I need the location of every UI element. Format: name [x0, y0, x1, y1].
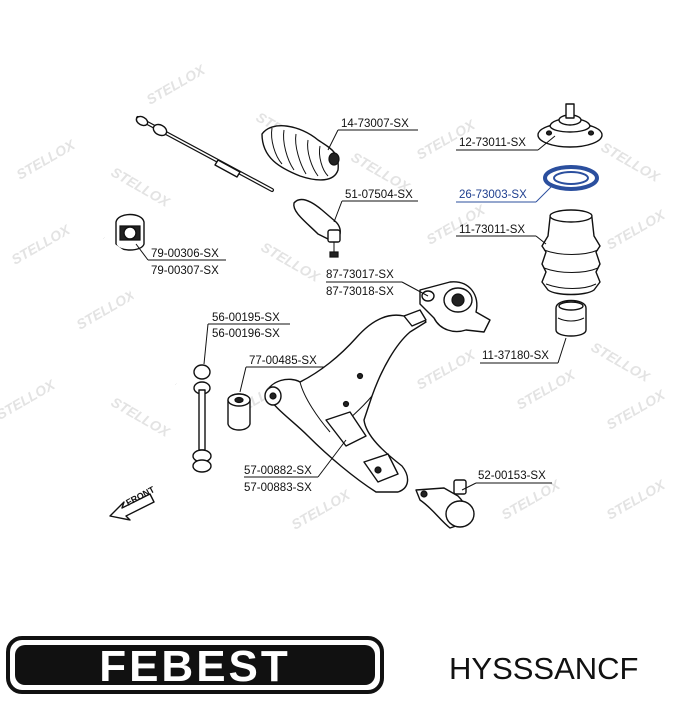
watermark: STELLOX: [109, 394, 174, 441]
control-arm-bushing: [227, 393, 251, 431]
febest-logo: FEBEST: [6, 636, 384, 694]
label-26-73003: 26-73003-SX: [459, 189, 527, 201]
tie-rod: [135, 115, 274, 192]
part-labels: 14-73007-SX 12-73011-SX 26-73003-SX 51-0…: [151, 118, 549, 494]
watermark: STELLOX: [109, 164, 174, 211]
label-87-73017: 87-73017-SX: [326, 269, 394, 281]
bump-stop: [555, 299, 587, 337]
label-56-00195: 56-00195-SX: [212, 312, 280, 324]
watermark: STELLOX: [604, 476, 669, 523]
lower-control-arm: [264, 309, 427, 493]
label-56-00196: 56-00196-SX: [212, 328, 280, 340]
steering-boot: [261, 125, 340, 181]
label-12-73011: 12-73011-SX: [459, 137, 526, 149]
stabilizer-bar: [102, 236, 188, 385]
label-79-00306: 79-00306-SX: [151, 248, 219, 260]
stabilizer-bushing: [115, 213, 145, 251]
label-77-00485: 77-00485-SX: [249, 355, 317, 367]
watermark: STELLOX: [514, 366, 579, 413]
watermark: STELLOX: [14, 136, 79, 183]
watermark: STELLOX: [144, 61, 209, 108]
watermark: STELLOX: [604, 206, 669, 253]
watermark: STELLOX: [259, 239, 324, 286]
watermark: STELLOX: [0, 376, 59, 423]
label-87-73018: 87-73018-SX: [326, 286, 394, 298]
stabilizer-link: [192, 364, 212, 473]
front-arrow: FRONT: [109, 484, 157, 521]
ball-joint: [415, 479, 475, 529]
label-11-73011: 11-73011-SX: [459, 224, 525, 236]
watermark: STELLOX: [74, 286, 139, 333]
strut-mount: [537, 103, 603, 148]
label-57-00883: 57-00883-SX: [244, 482, 312, 494]
watermark: STELLOX: [9, 221, 74, 268]
bearing-ring: [543, 165, 599, 191]
tie-rod-end: [293, 198, 341, 258]
label-51-07504: 51-07504-SX: [345, 189, 413, 201]
rear-arm-bushing: [419, 281, 491, 333]
label-57-00882: 57-00882-SX: [244, 465, 312, 477]
label-79-00307: 79-00307-SX: [151, 265, 219, 277]
label-14-73007: 14-73007-SX: [341, 118, 409, 130]
label-52-00153: 52-00153-SX: [478, 470, 546, 482]
logo-text: FEBEST: [99, 642, 291, 691]
label-11-37180: 11-37180-SX: [482, 350, 549, 362]
watermark: STELLOX: [599, 139, 664, 186]
watermark: STELLOX: [589, 339, 654, 386]
part-code: HYSSSANCF: [449, 651, 638, 686]
strut-dust-boot: [541, 209, 601, 296]
watermark: STELLOX: [414, 346, 479, 393]
leader-lines: [135, 129, 567, 491]
watermark: STELLOX: [604, 386, 669, 433]
